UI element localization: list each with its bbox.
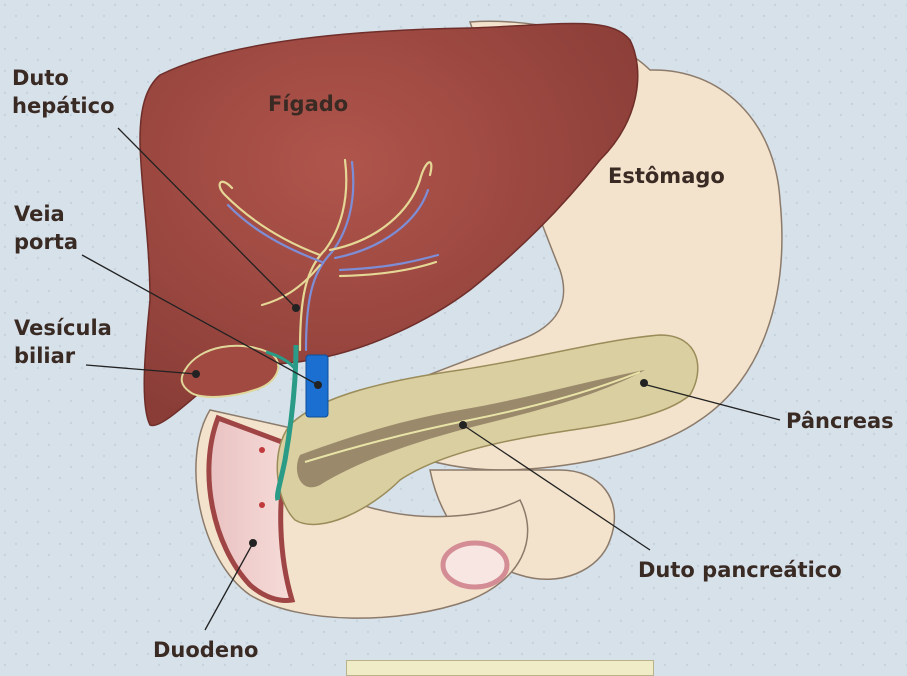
- label-duto-hepatico-line1: Duto: [12, 64, 115, 92]
- duodenum-spot: [259, 502, 265, 508]
- label-veia-porta-line1: Veia: [14, 200, 78, 228]
- label-duto-hepatico-line2: hepático: [12, 92, 115, 120]
- label-veia-porta-line2: porta: [14, 228, 78, 256]
- label-duodeno: Duodeno: [153, 636, 258, 664]
- label-vesicula-biliar: Vesícula biliar: [14, 314, 112, 370]
- label-duto-pancreatico: Duto pancreático: [638, 556, 842, 584]
- jejunum-opening: [443, 543, 507, 587]
- caption-box: [346, 660, 654, 676]
- label-veia-porta: Veia porta: [14, 200, 78, 256]
- label-vesicula-biliar-line1: Vesícula: [14, 314, 112, 342]
- label-figado: Fígado: [268, 90, 348, 118]
- label-estomago: Estômago: [608, 162, 725, 190]
- label-duto-hepatico: Duto hepático: [12, 64, 115, 120]
- label-vesicula-biliar-line2: biliar: [14, 342, 112, 370]
- duodenum-spot: [259, 447, 265, 453]
- label-pancreas: Pâncreas: [786, 407, 894, 435]
